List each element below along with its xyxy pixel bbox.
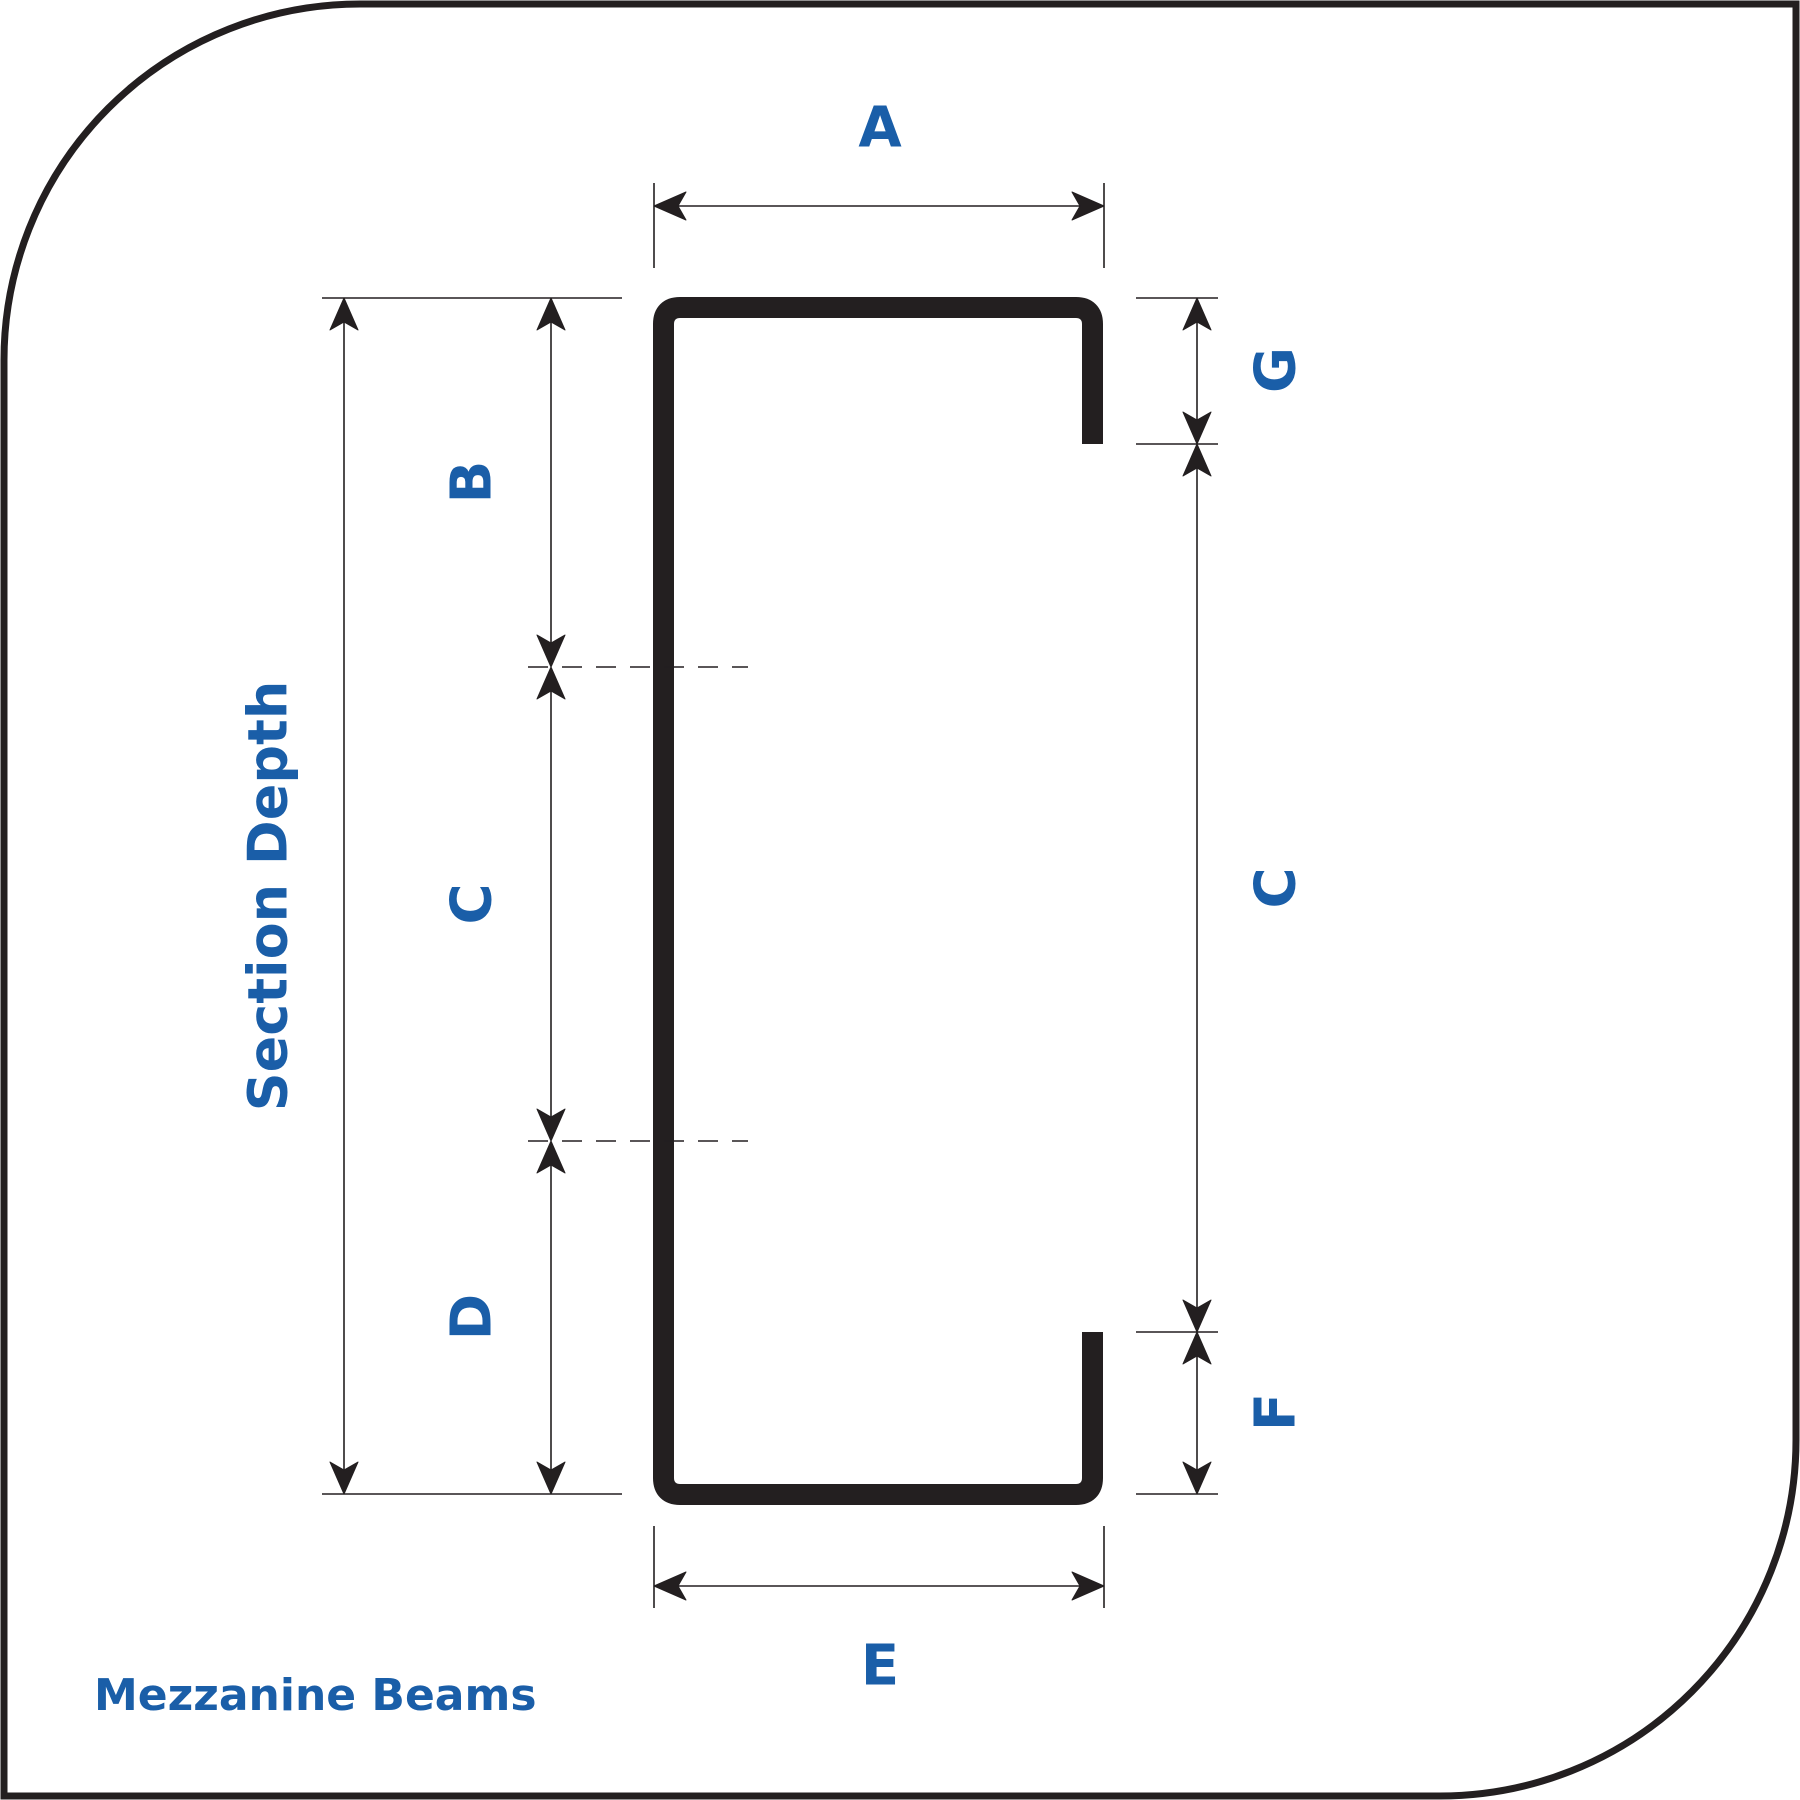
dimension-c-left [536, 666, 566, 1142]
label-e: E [861, 1634, 899, 1699]
dimension-d [536, 1140, 566, 1495]
label-d: D [440, 1294, 505, 1340]
dimension-a [653, 183, 1105, 268]
label-f: F [1244, 1393, 1309, 1431]
dimension-e [653, 1526, 1105, 1608]
dimension-f [1182, 1331, 1212, 1495]
diagram-caption: Mezzanine Beams [94, 1670, 537, 1721]
c-section-profile [653, 297, 1103, 1505]
dimension-c-right [1182, 443, 1212, 1333]
dimension-section-depth [329, 297, 359, 1495]
dimension-b [536, 297, 566, 668]
dimension-g [1182, 297, 1212, 445]
label-b: B [440, 461, 505, 504]
section-depth-label: Section Depth [237, 681, 300, 1112]
label-g: G [1244, 347, 1309, 393]
label-a: A [858, 96, 902, 161]
label-c-right: C [1244, 867, 1309, 908]
label-c-left: C [440, 883, 505, 924]
